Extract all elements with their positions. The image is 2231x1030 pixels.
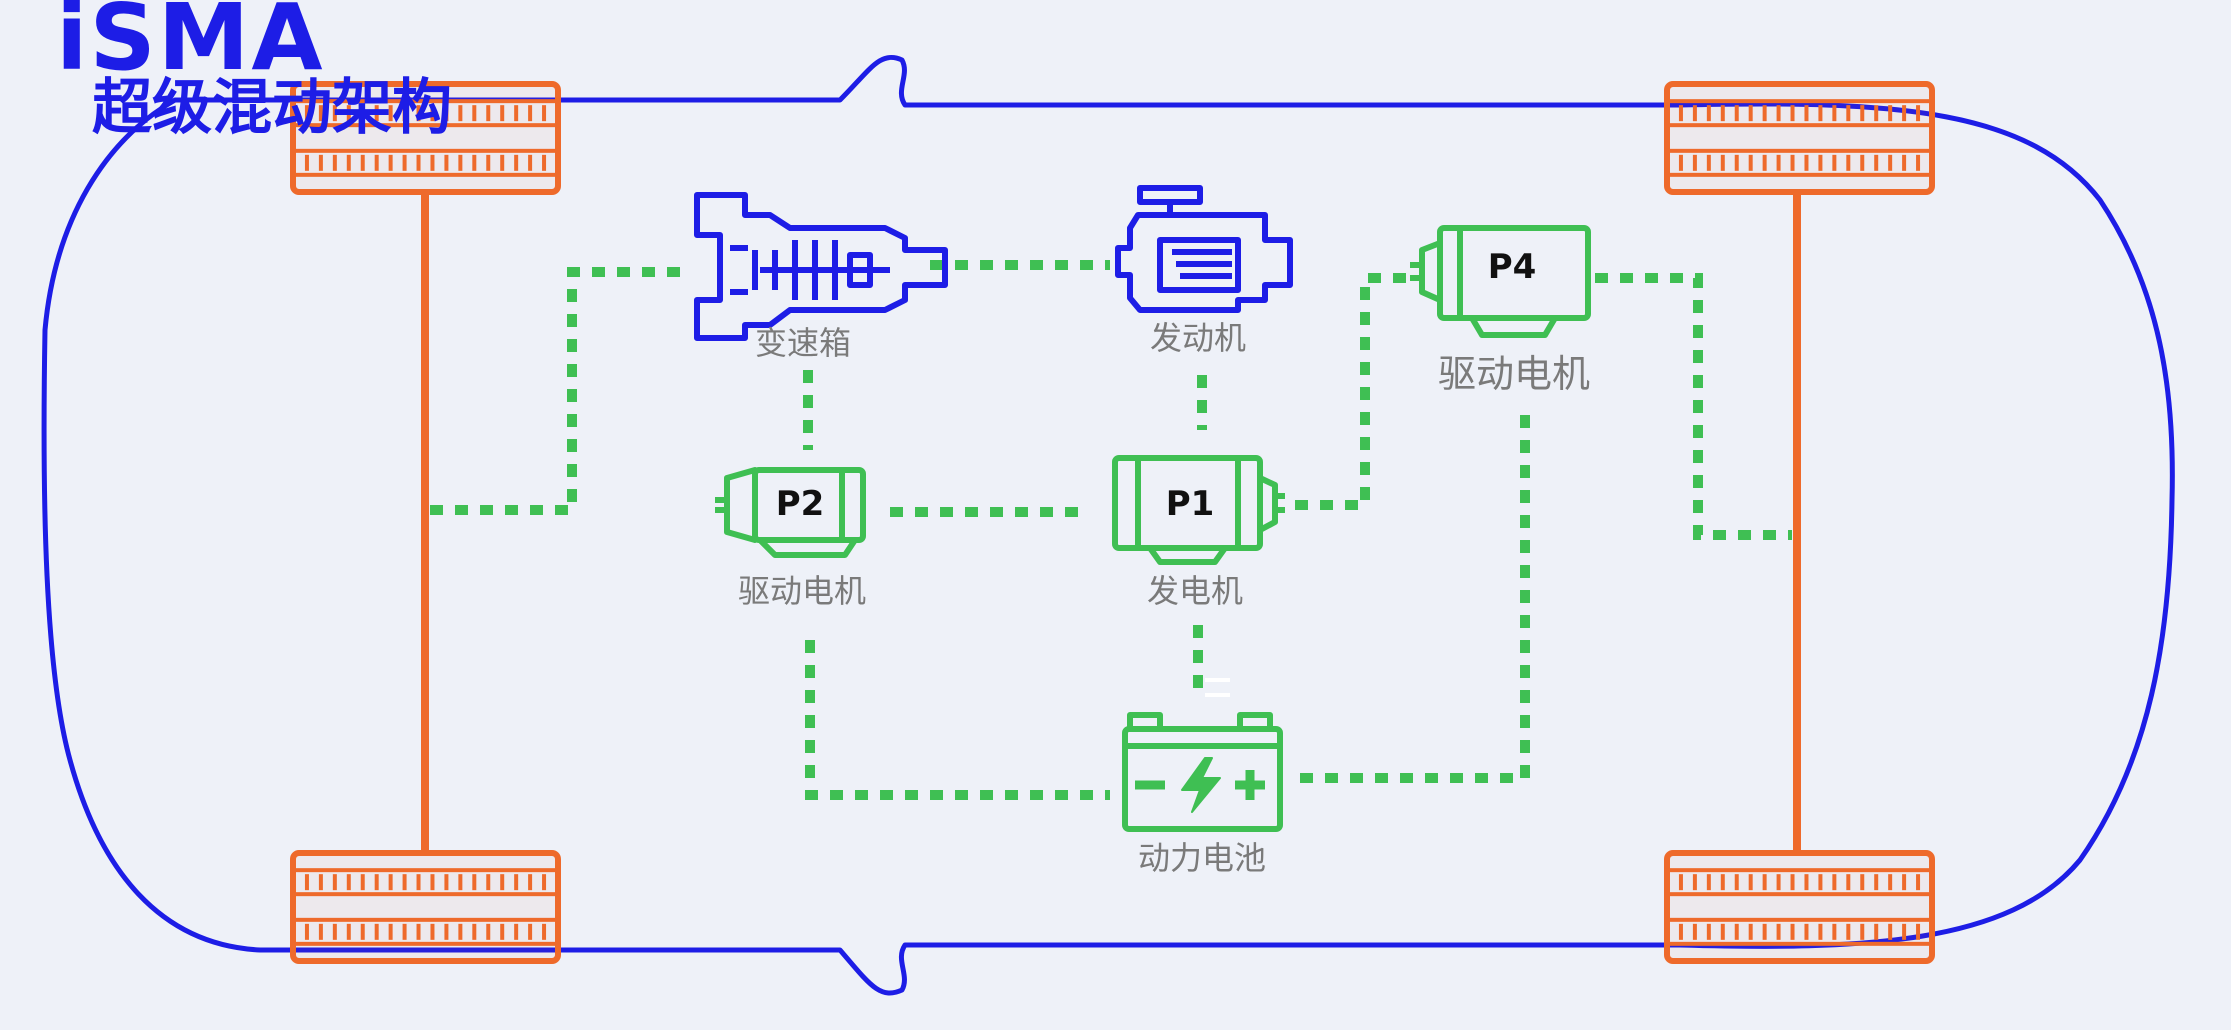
- motor-p4-icon: [1410, 225, 1591, 338]
- link-p2-battery: [805, 640, 1110, 800]
- gearbox-label: 变速箱: [754, 324, 852, 362]
- motor-p4-label: 驱动电机: [1437, 352, 1591, 396]
- link-front-axle-gearbox: [430, 267, 690, 515]
- battery-spark-marks: [1205, 678, 1230, 697]
- wheel-rear-right-icon: [1664, 850, 1935, 964]
- motor-p2-label: 驱动电机: [737, 572, 867, 610]
- generator-p1-label: 发电机: [1146, 572, 1244, 610]
- motor-p4-badge: P4: [1488, 247, 1537, 287]
- link-p1-p4: [1295, 273, 1415, 510]
- brand-title: iSMA: [56, 0, 325, 91]
- brand-subtitle: 超级混动架构: [92, 73, 452, 143]
- wheel-rear-left-icon: [1664, 81, 1935, 195]
- battery-label: 动力电池: [1137, 839, 1267, 877]
- engine-icon: [1115, 185, 1293, 313]
- battery-icon: [1122, 712, 1283, 832]
- engine-label: 发动机: [1149, 319, 1247, 357]
- gearbox-icon: [694, 192, 948, 341]
- link-p4-rear-axle: [1595, 273, 1792, 540]
- wheel-front-left-icon: [290, 81, 561, 195]
- motor-p2-icon: [715, 467, 866, 558]
- link-battery-p4: [1300, 410, 1530, 783]
- generator-p1-badge: P1: [1166, 484, 1215, 524]
- motor-p2-badge: P2: [776, 484, 825, 524]
- wheel-front-right-icon: [290, 850, 561, 964]
- generator-p1-icon: [1112, 455, 1285, 565]
